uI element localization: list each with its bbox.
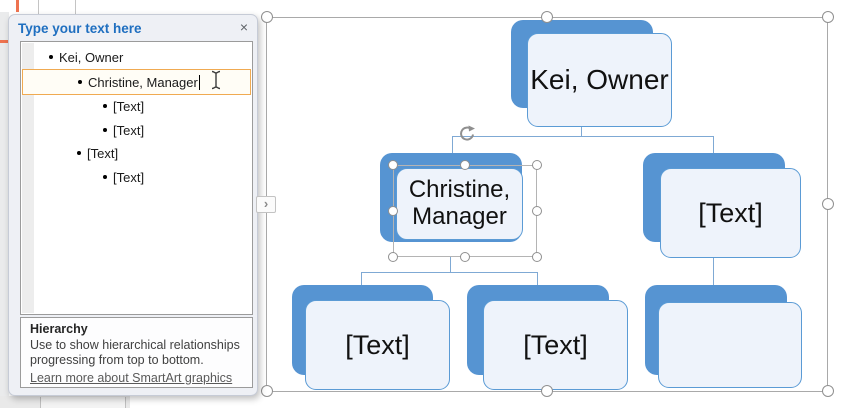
resize-handle[interactable] — [532, 160, 542, 170]
org-node-placeholder-child1[interactable]: [Text] — [305, 300, 450, 390]
list-item-text: [Text] — [113, 99, 144, 114]
layout-description: Use to show hierarchical relationships p… — [30, 338, 243, 368]
placeholder-border-vertical — [16, 0, 19, 12]
bullet-icon — [49, 55, 53, 59]
canvas-resize-handle[interactable] — [261, 385, 273, 397]
list-item-text: [Text] — [113, 123, 144, 138]
connector-to-child2 — [537, 272, 538, 286]
ibeam-cursor-icon — [210, 70, 222, 95]
canvas-resize-handle[interactable] — [822, 198, 834, 210]
resize-handle[interactable] — [460, 160, 470, 170]
bullet-icon — [77, 151, 81, 155]
list-item[interactable]: Kei, Owner — [22, 45, 251, 69]
list-item-text: Kei, Owner — [59, 50, 123, 65]
resize-handle[interactable] — [388, 160, 398, 170]
learn-more-link[interactable]: Learn more about SmartArt graphics — [30, 371, 232, 385]
text-pane-title: Type your text here — [18, 21, 142, 36]
connector-to-child1 — [361, 272, 362, 286]
canvas-resize-handle[interactable] — [261, 11, 273, 23]
connector-level1-branch — [452, 136, 714, 137]
bullet-icon — [103, 128, 107, 132]
connector-level2-branch — [361, 272, 538, 273]
text-caret — [199, 75, 200, 90]
resize-handle[interactable] — [460, 252, 470, 262]
background-edge-line — [75, 0, 76, 14]
background-bottom-block — [40, 397, 126, 408]
background-edge-line — [38, 0, 39, 14]
text-pane-toggle-button[interactable]: › — [256, 196, 276, 213]
org-node-label: [Text] — [523, 330, 588, 360]
org-node-empty-child3[interactable] — [658, 302, 802, 388]
list-item[interactable]: [Text] — [22, 94, 251, 118]
bullet-icon — [103, 104, 107, 108]
shape-selection-rect — [393, 165, 537, 257]
layout-info-box: Hierarchy Use to show hierarchical relat… — [20, 317, 253, 388]
chevron-right-icon: › — [264, 196, 268, 211]
connector-to-child3 — [713, 257, 714, 286]
connector-christine-down — [450, 257, 451, 273]
list-item[interactable]: [Text] — [22, 118, 251, 142]
close-icon[interactable]: × — [240, 19, 248, 35]
list-item-text: [Text] — [87, 146, 118, 161]
org-node-kei-owner[interactable]: Kei, Owner — [527, 33, 672, 127]
list-item[interactable]: [Text] — [22, 165, 251, 189]
list-item-text: Christine, Manager — [88, 75, 198, 90]
resize-handle[interactable] — [532, 252, 542, 262]
resize-handle[interactable] — [532, 206, 542, 216]
resize-handle[interactable] — [388, 252, 398, 262]
resize-handle[interactable] — [388, 206, 398, 216]
org-node-label: [Text] — [698, 198, 763, 228]
rotate-handle-icon[interactable] — [458, 125, 476, 143]
bullet-icon — [103, 175, 107, 179]
layout-name: Hierarchy — [30, 322, 243, 336]
canvas-resize-handle[interactable] — [541, 385, 553, 397]
list-item[interactable]: [Text] — [22, 141, 251, 165]
canvas-resize-handle[interactable] — [822, 385, 834, 397]
org-node-placeholder-right[interactable]: [Text] — [660, 168, 801, 258]
org-node-placeholder-child2[interactable]: [Text] — [483, 300, 628, 390]
org-node-label: Kei, Owner — [530, 64, 669, 95]
bullet-icon — [78, 80, 82, 84]
canvas-resize-handle[interactable] — [822, 11, 834, 23]
connector-to-right-node — [713, 136, 714, 154]
org-node-label: [Text] — [345, 330, 410, 360]
canvas-resize-handle[interactable] — [541, 11, 553, 23]
list-item-text: [Text] — [113, 170, 144, 185]
